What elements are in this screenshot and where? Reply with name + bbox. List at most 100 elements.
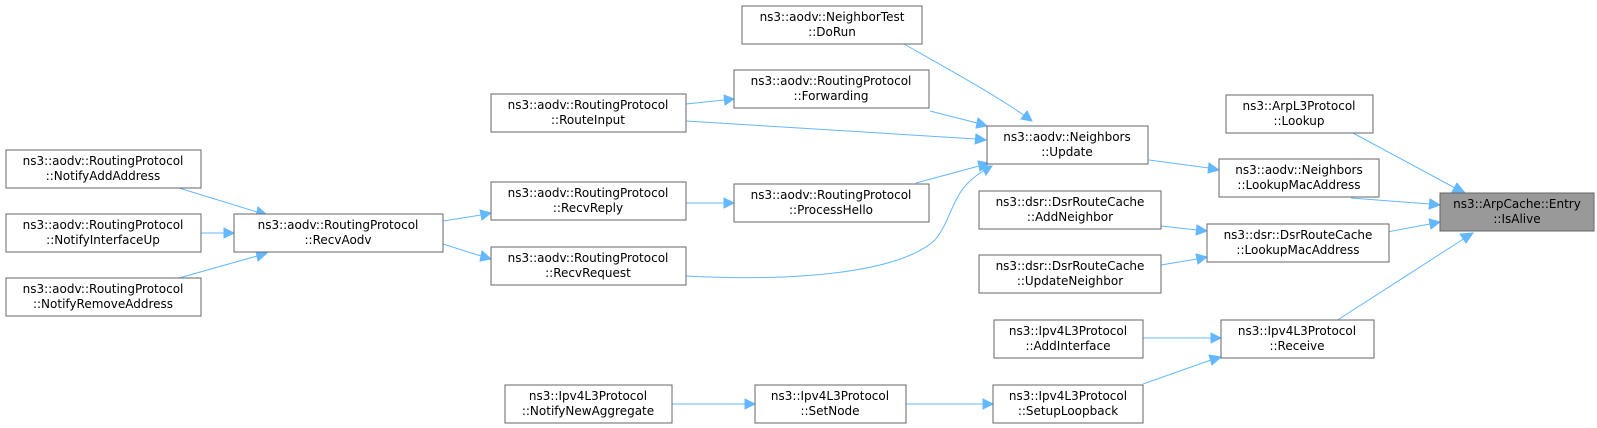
node-aodv-routingprotocol-recvaodv[interactable]: ns3::aodv::RoutingProtocol ::RecvAodv — [233, 213, 444, 253]
edge-arrowhead — [982, 398, 995, 410]
node-label-line2: ::Forwarding — [794, 89, 869, 103]
node-label-line1: ns3::aodv::Neighbors — [1003, 130, 1130, 144]
node-label-line2: ::RecvReply — [553, 201, 623, 215]
node-label-line2: ::UpdateNeighbor — [1017, 274, 1123, 288]
edge-arrowhead — [1428, 198, 1442, 210]
node-label-line2: ::NotifyInterfaceUp — [46, 233, 160, 247]
edge-routeinput-to-forwarding — [685, 99, 725, 105]
node-label-line1: ns3::aodv::RoutingProtocol — [508, 98, 669, 112]
node-label-line2: ::SetupLoopback — [1018, 404, 1118, 418]
node-label-line2: ::IsAlive — [1493, 212, 1540, 226]
node-ipv4l3protocol-receive[interactable]: ns3::Ipv4L3Protocol ::Receive — [1220, 319, 1375, 359]
node-label-line1: ns3::ArpL3Protocol — [1242, 99, 1355, 113]
edge-dsr-addneighbor-to-lookupmac — [1160, 225, 1198, 231]
node-label-line2: ::Receive — [1269, 339, 1324, 353]
node-aodv-neighbortest-dorun[interactable]: ns3::aodv::NeighborTest ::DoRun — [741, 5, 923, 45]
node-label-line1: ns3::dsr::DsrRouteCache — [1224, 228, 1373, 242]
node-aodv-routingprotocol-processhello[interactable]: ns3::aodv::RoutingProtocol ::ProcessHell… — [733, 183, 930, 223]
node-label-line1: ns3::aodv::RoutingProtocol — [751, 188, 912, 202]
edge-recvrequest-to-update — [685, 169, 986, 279]
node-label-line2: ::Lookup — [1273, 114, 1324, 128]
node-dsr-dsrroutecache-lookupmacaddress[interactable]: ns3::dsr::DsrRouteCache ::LookupMacAddre… — [1206, 223, 1390, 263]
node-aodv-routingprotocol-notifyinterfaceup[interactable]: ns3::aodv::RoutingProtocol ::NotifyInter… — [5, 213, 202, 253]
node-label-line2: ::LookupMacAddress — [1236, 243, 1359, 257]
edge-arrowhead — [479, 209, 493, 221]
edge-dsr-lookupmac-to-root — [1386, 223, 1431, 233]
edge-arrowhead — [744, 398, 757, 410]
node-label-line2: ::RecvRequest — [545, 266, 631, 280]
edge-arrowhead — [1195, 224, 1209, 236]
node-label-line2: ::AddNeighbor — [1027, 210, 1113, 224]
edge-arrowhead — [1020, 110, 1033, 122]
nodes: ns3::ArpCache::Entry ::IsAlive ns3::ArpL… — [5, 5, 1595, 424]
edge-arrowhead — [1207, 162, 1221, 174]
node-label-line1: ns3::aodv::RoutingProtocol — [508, 251, 669, 265]
edge-arrowhead — [1208, 354, 1223, 366]
node-aodv-routingprotocol-recvreply[interactable]: ns3::aodv::RoutingProtocol ::RecvReply — [490, 181, 687, 221]
edge-arrowhead — [479, 250, 493, 262]
node-aodv-routingprotocol-notifyaddaddress[interactable]: ns3::aodv::RoutingProtocol ::NotifyAddAd… — [5, 149, 202, 189]
edge-arrowhead — [975, 117, 989, 129]
edge-arrowhead — [1451, 182, 1467, 194]
node-arpcache-entry-isalive[interactable]: ns3::ArpCache::Entry ::IsAlive — [1439, 192, 1595, 232]
edge-arrowhead — [974, 133, 988, 145]
edge-arrowhead — [723, 197, 736, 209]
edge-arrowhead — [980, 165, 993, 176]
node-aodv-routingprotocol-recvrequest[interactable]: ns3::aodv::RoutingProtocol ::RecvRequest — [490, 246, 687, 286]
edge-forwarding-to-update — [929, 110, 978, 124]
node-label-line1: ns3::aodv::RoutingProtocol — [23, 218, 184, 232]
edge-recvaodv-to-recvreply — [442, 214, 482, 222]
node-label-line2: ::DoRun — [808, 25, 856, 39]
node-label-line1: ns3::Ipv4L3Protocol — [1009, 389, 1127, 403]
node-label-line2: ::ProcessHello — [789, 203, 873, 217]
edge-arrowhead — [223, 227, 236, 239]
edge-ipv4-setuploopback-to-receive — [1142, 359, 1212, 385]
node-ipv4l3protocol-setnode[interactable]: ns3::Ipv4L3Protocol ::SetNode — [754, 384, 907, 424]
edge-neighbors-lookupmac-to-root — [1350, 197, 1431, 205]
node-label-line2: ::NotifyAddAddress — [46, 169, 161, 183]
edge-processhello-to-update — [915, 165, 980, 184]
edge-arrowhead — [1459, 232, 1475, 244]
edge-ipv4-receive-to-root — [1335, 237, 1466, 322]
node-aodv-routingprotocol-notifyremoveaddress[interactable]: ns3::aodv::RoutingProtocol ::NotifyRemov… — [5, 277, 202, 317]
node-ipv4l3protocol-setuploopback[interactable]: ns3::Ipv4L3Protocol ::SetupLoopback — [992, 384, 1144, 424]
node-ipv4l3protocol-addinterface[interactable]: ns3::Ipv4L3Protocol ::AddInterface — [993, 319, 1144, 359]
node-label-line2: ::SetNode — [800, 404, 859, 418]
edge-arrowhead — [723, 94, 736, 106]
node-label-line2: ::RouteInput — [551, 113, 625, 127]
edge-notifyremoveaddress-to-recvaodv — [178, 255, 258, 279]
node-label-line2: ::AddInterface — [1025, 339, 1110, 353]
edge-dsr-updateneighbor-to-lookupmac — [1160, 258, 1198, 266]
node-label-line1: ns3::Ipv4L3Protocol — [529, 389, 647, 403]
edge-recvaodv-to-recvrequest — [442, 243, 482, 257]
edge-notifyaddaddress-to-recvaodv — [178, 187, 258, 213]
edge-arp-lookup-to-root — [1352, 132, 1456, 189]
node-arpl3protocol-lookup[interactable]: ns3::ArpL3Protocol ::Lookup — [1225, 94, 1374, 134]
node-ipv4l3protocol-notifynewaggregate[interactable]: ns3::Ipv4L3Protocol ::NotifyNewAggregate — [504, 384, 673, 424]
node-label-line1: ns3::ArpCache::Entry — [1453, 197, 1581, 211]
node-label-line1: ns3::aodv::RoutingProtocol — [23, 282, 184, 296]
node-aodv-neighbors-update[interactable]: ns3::aodv::Neighbors ::Update — [986, 125, 1149, 165]
node-aodv-neighbors-lookupmacaddress[interactable]: ns3::aodv::Neighbors ::LookupMacAddress — [1218, 158, 1380, 198]
node-label-line2: ::LookupMacAddress — [1237, 178, 1360, 192]
node-label-line1: ns3::Ipv4L3Protocol — [1238, 324, 1356, 338]
node-label-line2: ::NotifyRemoveAddress — [33, 297, 173, 311]
edge-routeinput-to-update — [685, 120, 977, 140]
node-label-line1: ns3::dsr::DsrRouteCache — [996, 195, 1145, 209]
node-dsr-dsrroutecache-addneighbor[interactable]: ns3::dsr::DsrRouteCache ::AddNeighbor — [978, 190, 1162, 230]
node-label-line2: ::RecvAodv — [304, 233, 371, 247]
node-label-line1: ns3::dsr::DsrRouteCache — [996, 259, 1145, 273]
node-label-line1: ns3::aodv::Neighbors — [1235, 163, 1362, 177]
node-label-line1: ns3::aodv::RoutingProtocol — [508, 186, 669, 200]
node-label-line2: ::NotifyNewAggregate — [522, 404, 654, 418]
node-aodv-routingprotocol-forwarding[interactable]: ns3::aodv::RoutingProtocol ::Forwarding — [733, 69, 930, 109]
node-label-line1: ns3::aodv::RoutingProtocol — [751, 74, 912, 88]
edge-neighbors-update-to-lookupmac — [1148, 159, 1210, 169]
edge-neighbortest-dorun-to-update — [903, 43, 1026, 117]
node-label-line1: ns3::Ipv4L3Protocol — [771, 389, 889, 403]
node-label-line2: ::Update — [1041, 145, 1093, 159]
node-aodv-routingprotocol-routeinput[interactable]: ns3::aodv::RoutingProtocol ::RouteInput — [490, 93, 687, 133]
edge-arrowhead — [1210, 332, 1223, 344]
node-dsr-dsrroutecache-updateneighbor[interactable]: ns3::dsr::DsrRouteCache ::UpdateNeighbor — [978, 254, 1162, 294]
